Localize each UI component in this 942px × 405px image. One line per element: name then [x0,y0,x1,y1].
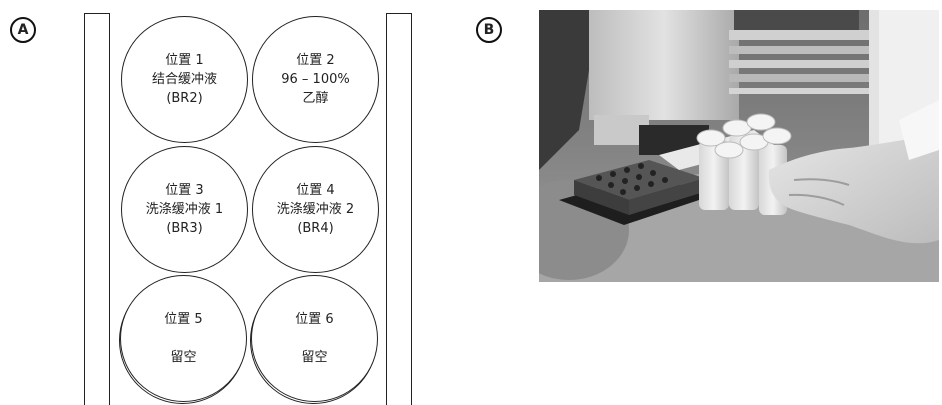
rack-left-rail [84,13,110,405]
bottle-position-1: 位置 1 结合缓冲液 (BR2) [121,16,248,143]
position-5-title: 位置 5 [164,312,203,327]
bottle-position-6: 位置 6 留空 [251,275,378,402]
instrument-housing [589,10,739,120]
instrument-loading-photo [539,10,939,282]
position-4-contents: 洗涤缓冲液 2 [276,202,355,217]
position-4-title: 位置 4 [296,183,335,198]
photo-illustration [539,10,939,282]
rack-right-rail [386,13,412,405]
gloved-hand [768,100,939,244]
position-2-contents: 96 – 100% [281,72,350,87]
panel-a-label: A [10,17,36,43]
position-3-code: (BR3) [166,221,203,236]
position-2-code: 乙醇 [302,91,329,106]
bottle-position-3: 位置 3 洗涤缓冲液 1 (BR3) [121,146,248,273]
position-1-code: (BR2) [166,91,203,106]
position-5-contents: 留空 [170,350,197,365]
position-6-contents: 留空 [301,350,328,365]
instrument-rails [729,30,879,94]
photo-dark-region [539,10,599,170]
panel-b-label: B [476,17,502,43]
position-3-contents: 洗涤缓冲液 1 [145,202,224,217]
sample-rack [574,160,704,215]
bottle-position-2: 位置 2 96 – 100% 乙醇 [252,16,379,143]
position-1-contents: 结合缓冲液 [151,72,217,87]
position-4-code: (BR4) [297,221,334,236]
instrument-top-shadow [734,10,859,30]
bottle-position-5: 位置 5 留空 [120,275,247,402]
position-1-title: 位置 1 [165,53,204,68]
position-6-title: 位置 6 [295,312,334,327]
bottle-position-4: 位置 4 洗涤缓冲液 2 (BR4) [252,146,379,273]
position-2-title: 位置 2 [296,53,335,68]
position-3-title: 位置 3 [165,183,204,198]
bottle-rack-diagram: 位置 1 结合缓冲液 (BR2) 位置 2 96 – 100% 乙醇 位置 3 … [84,13,415,405]
